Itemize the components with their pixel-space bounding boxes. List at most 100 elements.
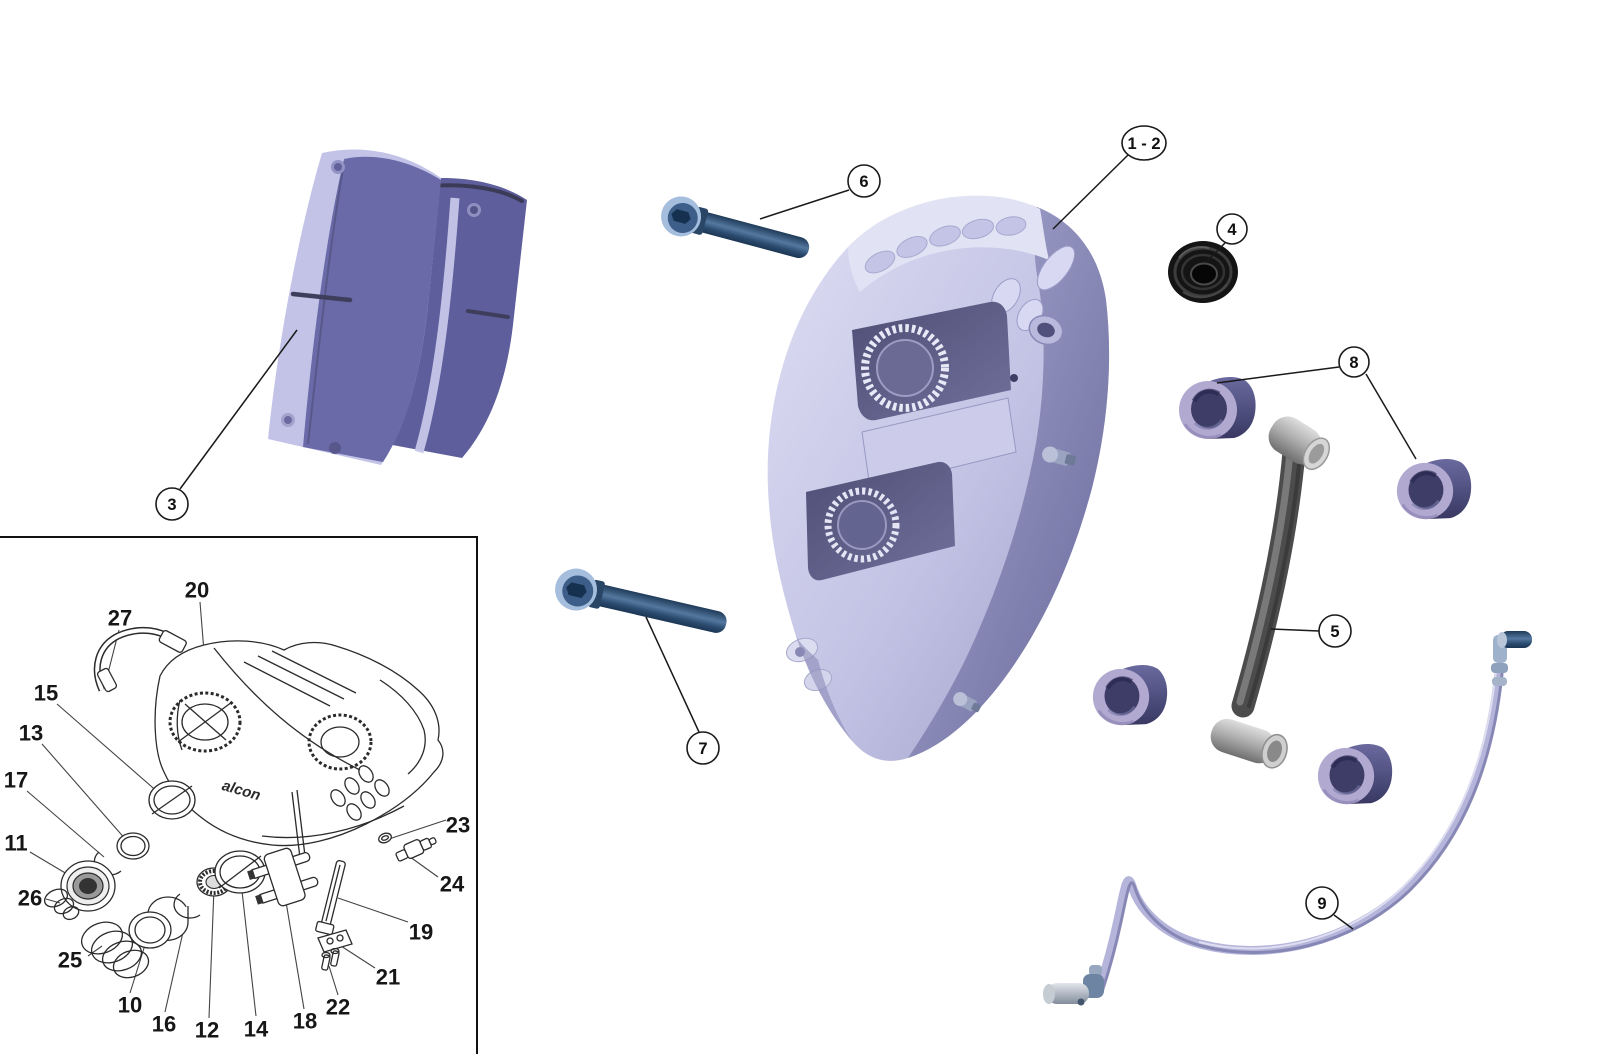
front-pad-rivet-bottom2 xyxy=(329,442,341,454)
bleed-screw-bottom xyxy=(953,692,981,713)
guide-bolt-upper xyxy=(661,196,810,259)
hose-highlight xyxy=(1198,669,1497,950)
label-18: 18 xyxy=(293,1009,317,1034)
label-26: 26 xyxy=(18,886,42,911)
label-15: 15 xyxy=(34,681,58,706)
front-pad-rivet-bottom-hole xyxy=(284,416,292,424)
callout-bubble xyxy=(1216,213,1248,245)
bushing-1 xyxy=(1179,377,1256,439)
callouts: 1 - 2 3 4 5 6 7 xyxy=(155,125,1417,930)
wear-strip-19 xyxy=(315,859,346,936)
caliper-scallops xyxy=(864,216,1027,274)
label-12: 12 xyxy=(195,1018,219,1043)
label-16: 16 xyxy=(152,1012,176,1037)
hose-shading xyxy=(1100,672,1504,994)
callout-label: 6 xyxy=(859,173,868,191)
callout-bubble xyxy=(686,731,720,765)
rear-pad-rivet-hole xyxy=(470,206,478,214)
callout-label: 4 xyxy=(1227,221,1237,239)
callout-bubble xyxy=(1338,346,1370,378)
label-27: 27 xyxy=(108,606,132,631)
bracket-arm-edge xyxy=(1247,453,1302,708)
callout-caliper: 1 - 2 xyxy=(1052,125,1167,230)
callout-bubble xyxy=(1305,886,1339,920)
caliper-render xyxy=(767,195,1110,761)
piston-ring-lower xyxy=(824,487,900,563)
callout-bracket: 5 xyxy=(1270,614,1352,648)
piston-boot xyxy=(1168,241,1238,303)
label-17: 17 xyxy=(4,768,28,793)
inset-panel: alcon xyxy=(0,536,478,1054)
caliper-lug-hole xyxy=(1037,322,1055,338)
bushing-4 xyxy=(1318,744,1392,804)
callout-bushings: 8 xyxy=(1216,346,1417,460)
boot-center-hole xyxy=(1190,262,1218,286)
callout-bubble xyxy=(155,487,189,521)
bolts-22 xyxy=(321,947,340,971)
callout-hose: 9 xyxy=(1305,886,1354,930)
bolt-hex-socket xyxy=(566,582,587,598)
boot-fold-2 xyxy=(1180,253,1226,291)
caliper-bottom-shadow xyxy=(796,636,853,742)
pin-hole-upper xyxy=(1010,374,1018,382)
rear-pad-backing-edge xyxy=(414,197,460,454)
spring-26 xyxy=(43,888,80,921)
piston-11 xyxy=(60,860,116,912)
hose-fitting-bottom xyxy=(1043,965,1104,1006)
inset-pipe-fitting-right xyxy=(158,630,187,653)
rear-pad-groove xyxy=(466,309,510,319)
inset-caliper-sketch: alcon xyxy=(93,626,444,859)
hose-fitting-top xyxy=(1491,631,1532,686)
callout-label: 9 xyxy=(1317,895,1326,913)
spreader-pin-end2 xyxy=(255,894,264,905)
inset-parts xyxy=(43,780,437,979)
piston-ring-upper xyxy=(861,324,949,412)
label-19: 19 xyxy=(409,920,433,945)
callout-bubble xyxy=(1318,614,1352,648)
callout-bolt-lower: 7 xyxy=(645,616,720,765)
bracket-arm xyxy=(1231,440,1306,718)
label-13: 13 xyxy=(19,721,43,746)
label-21: 21 xyxy=(376,965,400,990)
bushing-2 xyxy=(1397,459,1471,519)
label-20: 20 xyxy=(185,578,209,603)
plate-hole-2 xyxy=(336,934,344,942)
label-23: 23 xyxy=(446,813,470,838)
label-24: 24 xyxy=(440,872,465,897)
inset-pipe-fitting-left xyxy=(96,667,118,693)
callout-boot: 4 xyxy=(1206,213,1248,262)
plate-21 xyxy=(317,929,353,953)
callout-pads: 3 xyxy=(155,329,298,521)
anti-rattle-bracket xyxy=(1210,416,1331,769)
boot-lower-rim xyxy=(1182,283,1228,299)
bracket-top-cylinder xyxy=(1268,416,1331,471)
pad-spreader-18 xyxy=(247,847,319,907)
bolt-shaft xyxy=(593,584,727,633)
callout-label: 7 xyxy=(698,740,707,758)
callout-bubble xyxy=(847,164,881,198)
bolt-hex-socket xyxy=(671,209,691,224)
bracket-arm-highlight xyxy=(1236,448,1294,706)
bleed-screw-right xyxy=(1042,446,1077,466)
washer-23 xyxy=(378,832,392,844)
callout-bolt-upper: 6 xyxy=(759,164,881,220)
piston-bore-lower xyxy=(837,500,887,550)
callout-label: 5 xyxy=(1330,623,1339,641)
boot-highlight xyxy=(1178,246,1210,259)
label-10: 10 xyxy=(118,993,142,1018)
inset-drilled-bosses xyxy=(330,765,390,821)
caliper-right-face xyxy=(908,207,1110,758)
label-11: 11 xyxy=(4,831,27,856)
piston-bore-upper xyxy=(876,339,934,397)
callout-bubble xyxy=(1121,125,1167,161)
callout-label: 8 xyxy=(1349,354,1358,372)
guide-bolt-lower xyxy=(555,568,727,633)
brake-hose xyxy=(1043,631,1532,1006)
label-25: 25 xyxy=(58,948,82,973)
plate-hole-1 xyxy=(326,937,334,945)
label-14: 14 xyxy=(244,1017,269,1042)
callout-label: 1 - 2 xyxy=(1127,135,1160,153)
bushing-3 xyxy=(1093,665,1167,725)
